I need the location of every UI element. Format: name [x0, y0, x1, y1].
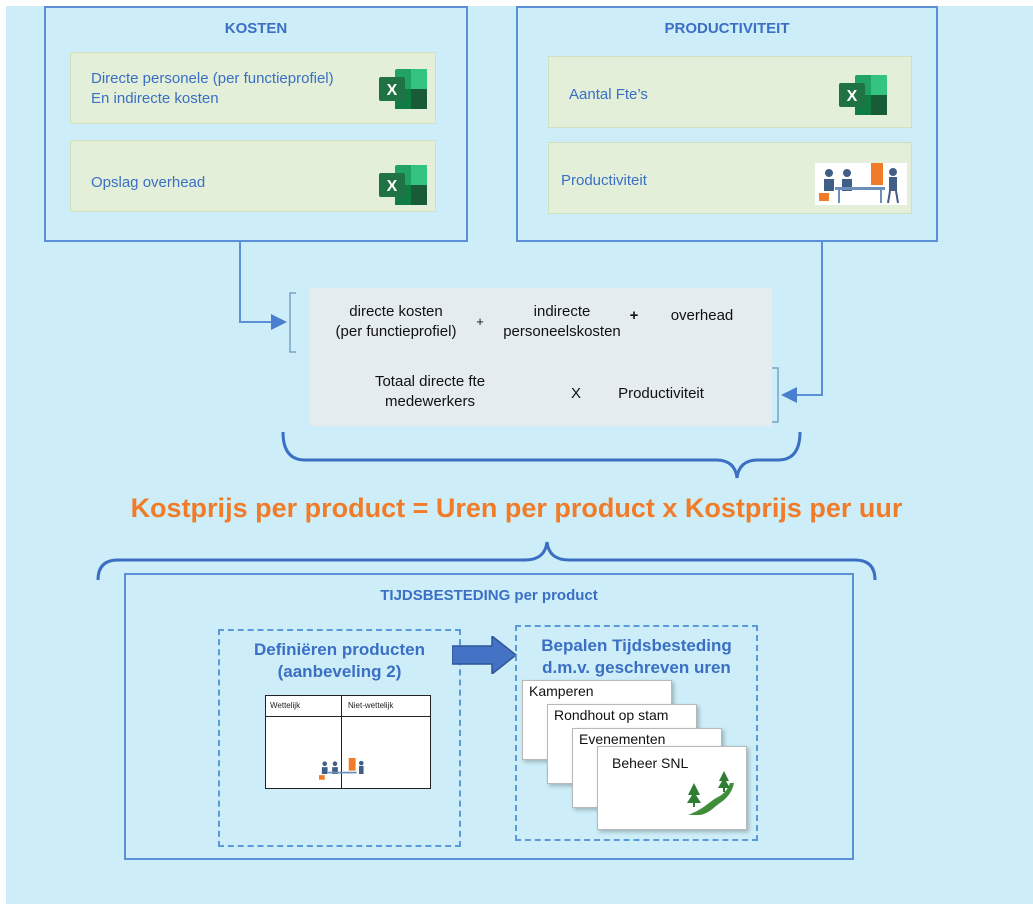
- kosten-connector: [239, 242, 287, 330]
- svg-text:X: X: [847, 88, 858, 105]
- meeting-people-icon: [815, 163, 907, 205]
- kosten-item-overhead: Opslag overhead X: [70, 140, 436, 212]
- definieren-title: Definiëren producten (aanbeveling 2): [254, 640, 425, 681]
- kosten-item-label: Opslag overhead: [91, 174, 206, 191]
- formula-term-indirecte: indirecte personeelskosten: [503, 303, 621, 340]
- numerator-bracket: [289, 292, 296, 353]
- top-curly-brace: [281, 431, 802, 479]
- bepalen-title: Bepalen Tijdsbesteding d.m.v. geschreven…: [541, 636, 732, 677]
- svg-text:X: X: [387, 82, 398, 99]
- excel-icon: X: [379, 165, 427, 205]
- product-table-header: [266, 696, 430, 717]
- card-label: Evenementen: [579, 731, 666, 747]
- formula-term-directe-kosten: directe kosten (per functieprofiel): [335, 303, 457, 340]
- productiviteit-item-fte: Aantal Fte’s X: [548, 56, 912, 128]
- formula-term-productiviteit: Productiviteit: [618, 385, 704, 402]
- formula-term-overhead: overhead: [670, 307, 734, 324]
- product-table-divider: [341, 696, 342, 788]
- productiviteit-title: PRODUCTIVITEIT: [664, 20, 790, 37]
- formula-plus: +: [629, 307, 639, 324]
- formula-term-totaal-fte: Totaal directe fte medewerkers: [374, 373, 486, 410]
- excel-icon: X: [379, 69, 427, 109]
- excel-icon: X: [839, 75, 887, 115]
- card-beheer-snl: Beheer SNL: [597, 746, 747, 830]
- productiviteit-connector: [781, 242, 823, 403]
- tijdsbesteding-title: TIJDSBESTEDING per product: [380, 587, 598, 604]
- kosten-item-line2: En indirecte kosten: [91, 90, 219, 107]
- kosten-item-line1: Directe personele (per functieprofiel): [91, 70, 334, 87]
- formula-plus: +: [476, 314, 484, 329]
- productiviteit-item-label: Productiviteit: [561, 172, 647, 189]
- card-label: Rondhout op stam: [554, 707, 669, 723]
- kosten-panel: KOSTEN: [44, 6, 468, 242]
- card-label: Beheer SNL: [612, 755, 689, 771]
- productiviteit-item-productiviteit: Productiviteit: [548, 142, 912, 214]
- table-header-wettelijk: Wettelijk: [270, 701, 301, 710]
- bepalen-tijdsbesteding-box: Bepalen Tijdsbesteding d.m.v. geschreven…: [515, 625, 758, 841]
- table-header-niet-wettelijk: Niet-wettelijk: [348, 701, 394, 710]
- headline-formula: Kostprijs per product = Uren per product…: [130, 493, 903, 523]
- productiviteit-panel: PRODUCTIVITEIT: [516, 6, 938, 242]
- definieren-producten-box: Definiëren producten (aanbeveling 2) Wet…: [218, 629, 461, 847]
- svg-text:X: X: [387, 178, 398, 195]
- meeting-people-icon: [319, 758, 364, 780]
- product-table: Wettelijk Niet-wettelijk: [265, 695, 431, 789]
- formula-box: directe kosten (per functieprofiel) + in…: [310, 288, 772, 426]
- denominator-bracket: [772, 367, 779, 423]
- kosten-title: KOSTEN: [224, 20, 288, 37]
- tijdsbesteding-panel: TIJDSBESTEDING per product: [124, 573, 854, 860]
- kosten-item-personele: Directe personele (per functieprofiel) E…: [70, 52, 436, 124]
- formula-times: X: [570, 385, 581, 402]
- card-label: Kamperen: [529, 683, 594, 699]
- forest-path-icon: [687, 771, 734, 815]
- block-arrow-right-icon: [452, 636, 518, 674]
- bottom-curly-brace: [96, 541, 877, 581]
- productiviteit-item-label: Aantal Fte’s: [569, 86, 648, 103]
